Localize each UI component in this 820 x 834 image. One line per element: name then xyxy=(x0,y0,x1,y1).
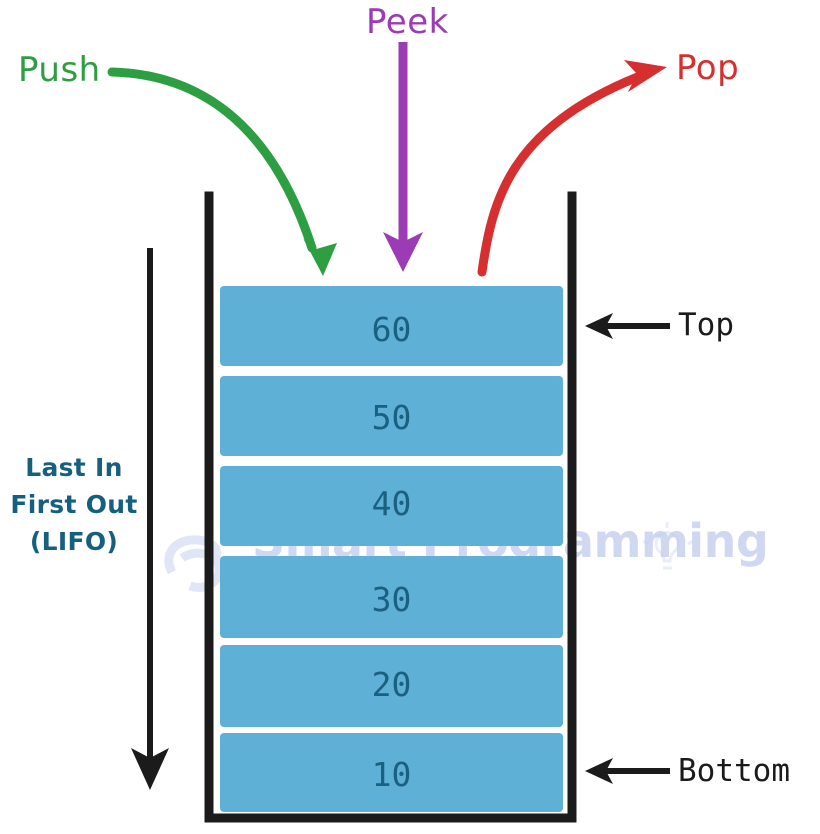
lifo-line-1: Last In xyxy=(25,453,123,482)
pop-arrow xyxy=(477,60,667,277)
lifo-line-3: (LIFO) xyxy=(29,526,119,556)
top-pointer-label: Top xyxy=(678,307,734,343)
bottom-pointer-arrow xyxy=(585,758,670,784)
stack-cell-value: 20 xyxy=(371,665,412,704)
peek-arrow xyxy=(383,42,423,272)
stack-cell-0[interactable]: 60 xyxy=(220,286,563,366)
lifo-line-2: First Out xyxy=(10,489,138,519)
top-pointer-arrow xyxy=(585,313,670,339)
stack-cell-2[interactable]: 40 xyxy=(220,466,563,546)
stack-cell-value: 60 xyxy=(371,310,412,349)
stack-cell-5[interactable]: 10 xyxy=(220,733,563,812)
stack-cell-value: 10 xyxy=(371,755,412,794)
pop-label[interactable]: Pop xyxy=(676,48,740,88)
stack-cell-4[interactable]: 20 xyxy=(220,645,563,727)
stack-cell-3[interactable]: 30 xyxy=(220,556,563,638)
push-arrow xyxy=(107,67,337,276)
push-label[interactable]: Push xyxy=(18,50,101,90)
lifo-caption: Last In First Out (LIFO) xyxy=(8,450,140,560)
stack-cell-value: 40 xyxy=(371,484,412,523)
stack-cell-value: 50 xyxy=(371,398,412,437)
stack-cell-1[interactable]: 50 xyxy=(220,376,563,456)
peek-label[interactable]: Peek xyxy=(366,2,449,42)
bottom-pointer-label: Bottom xyxy=(678,753,790,789)
stack-cell-value: 30 xyxy=(371,580,412,619)
stack-container-outline xyxy=(204,191,577,823)
lifo-direction-arrow xyxy=(131,248,169,790)
